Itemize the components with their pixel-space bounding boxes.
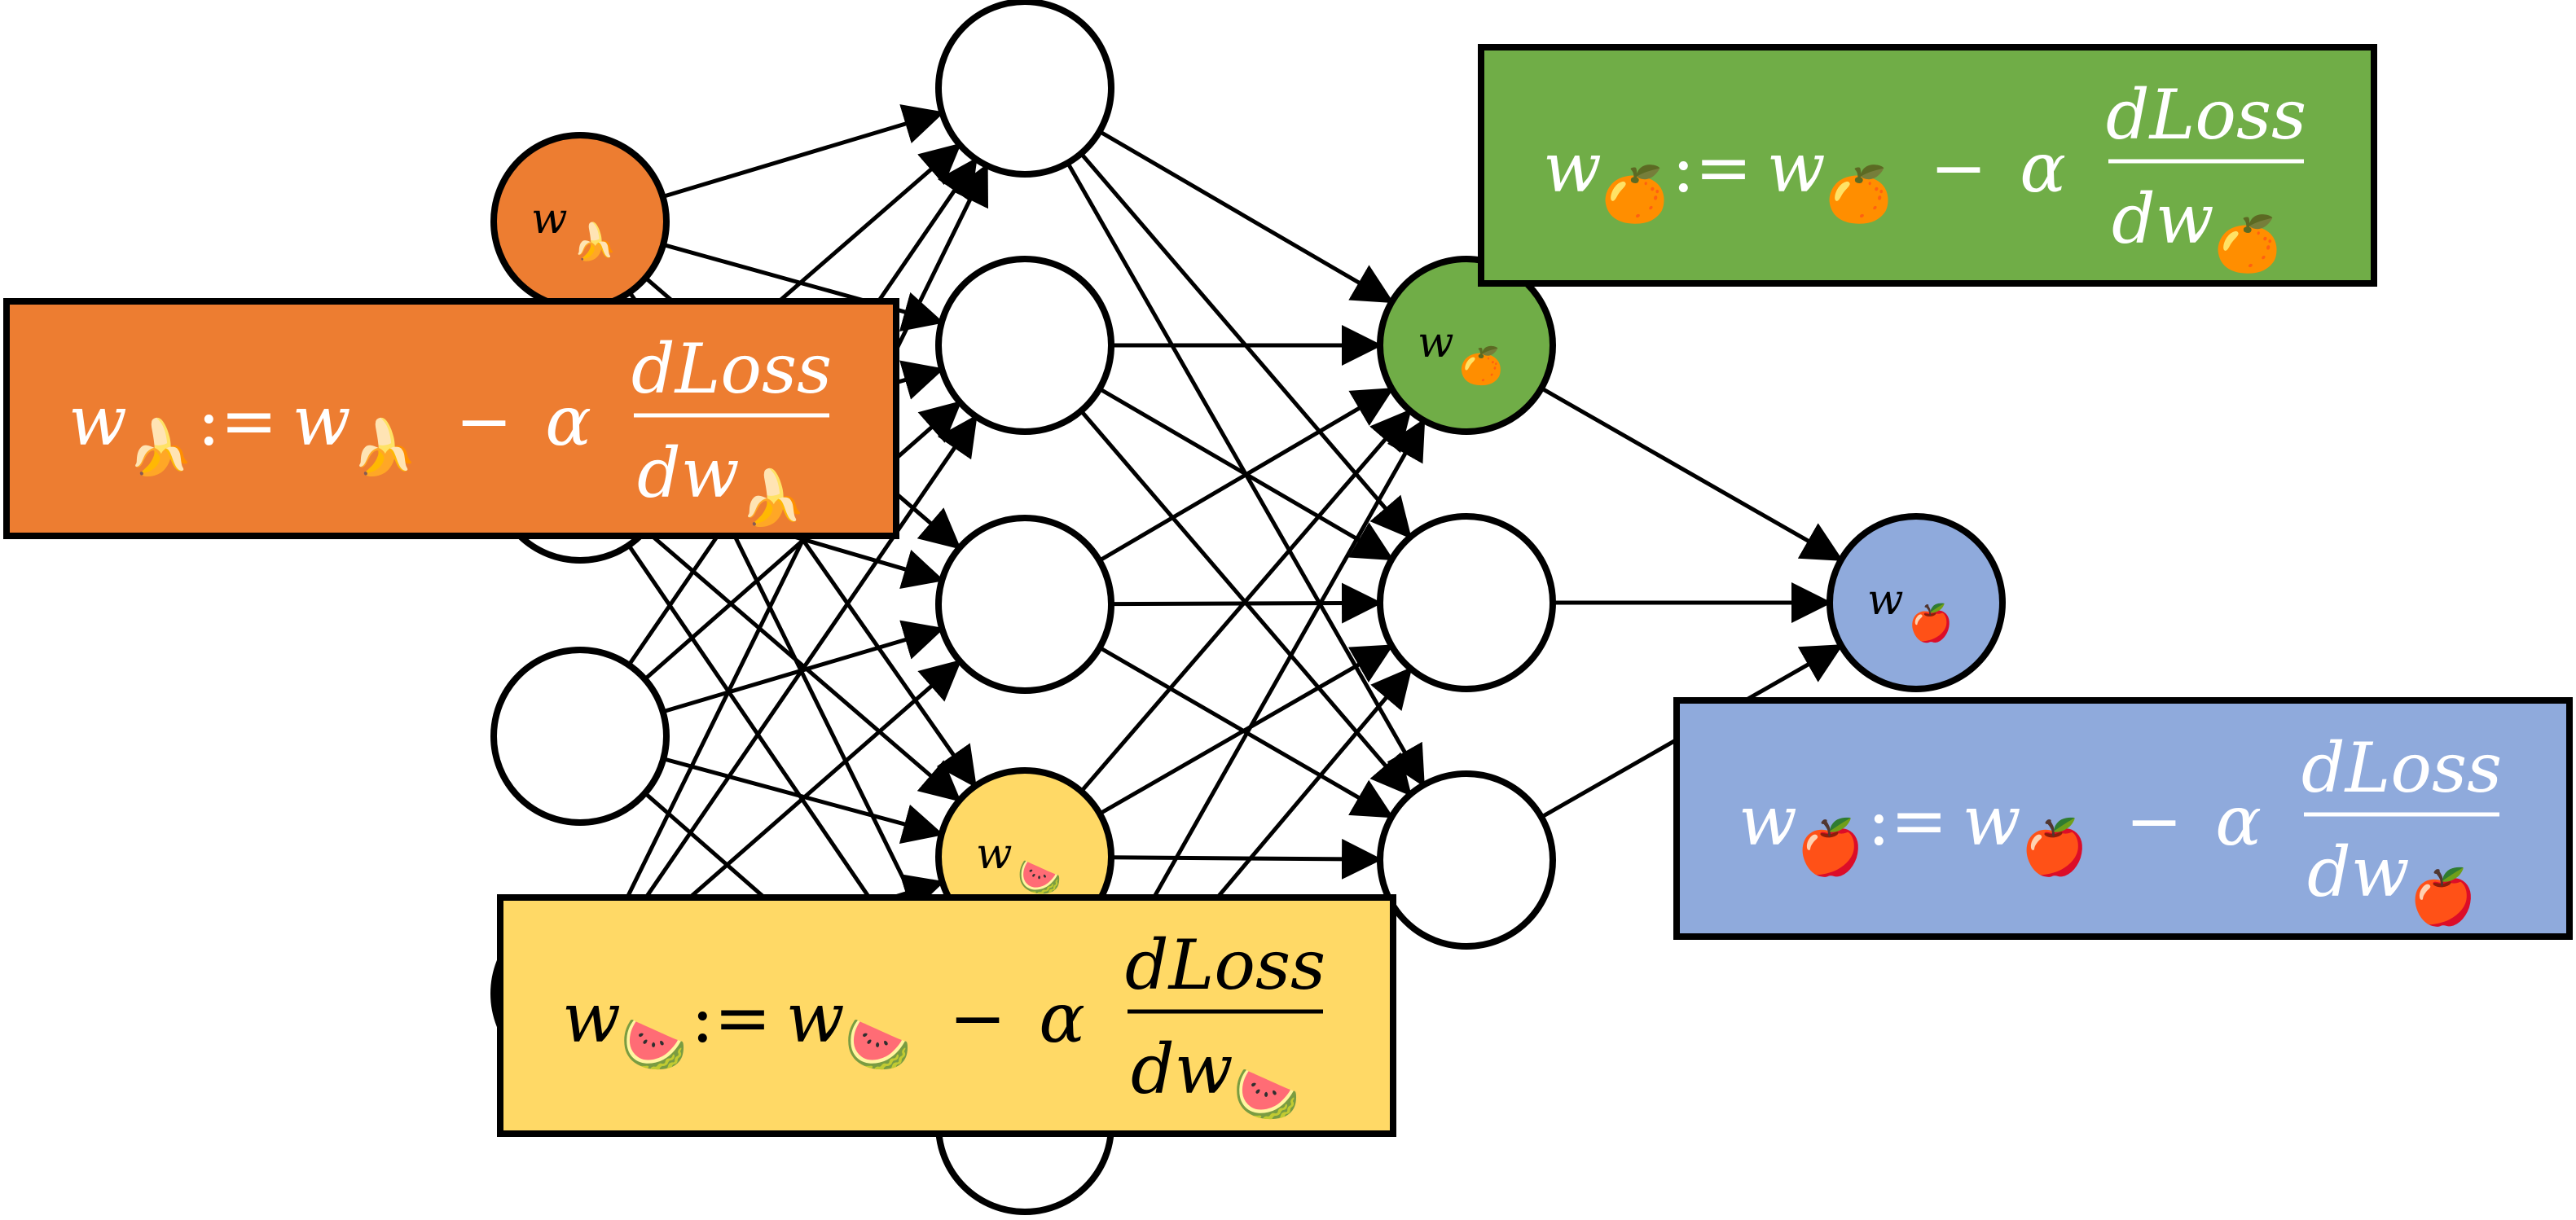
- node-circle: [935, 0, 1114, 178]
- formula-box: [497, 894, 1396, 1137]
- minus-operator: −: [455, 381, 512, 461]
- minus-operator: −: [2125, 781, 2183, 861]
- learning-rate-symbol: α: [1039, 978, 1085, 1058]
- apple-icon: 🍎: [1909, 601, 1954, 644]
- weight-symbol: w: [68, 381, 127, 461]
- learning-rate-symbol: α: [545, 381, 591, 461]
- edge-l0-n2-to-n3: [662, 757, 944, 845]
- formula-box: [1673, 697, 2573, 940]
- denominator-dw: dw: [2112, 179, 2214, 259]
- node-layer2-2: [935, 256, 1114, 435]
- fraction-denominator: dw🍊: [2112, 179, 2284, 275]
- formula-lhs: w🍎:=w🍎−α: [1739, 781, 2262, 879]
- apple-icon: 🍎: [1797, 815, 1864, 879]
- node-layer1-3: [490, 647, 670, 826]
- watermelon-icon: 🍉: [1018, 857, 1062, 898]
- node-weight-label: w🍊: [1418, 318, 1506, 387]
- weight-symbol: w: [1867, 576, 1904, 625]
- weight-symbol: w: [1963, 781, 2021, 861]
- fraction-numerator: dLoss: [631, 329, 832, 409]
- edge-l0-n3-to-n1: [626, 414, 978, 924]
- node-circle: [490, 647, 670, 826]
- edge-l2-n0-to-n0: [1540, 386, 1844, 561]
- edge-l1-n2-to-n0: [1098, 388, 1395, 563]
- weight-symbol: w: [531, 195, 568, 244]
- orange-icon: 🍊: [1826, 163, 1895, 226]
- node-circle: [1826, 513, 2006, 692]
- weight-symbol: w: [976, 830, 1013, 879]
- node-weight-label: w🍎: [1867, 576, 1953, 644]
- update-rule-boxes: w🍌:=w🍌−αdLossdw🍌w🍊:=w🍊−αdLossdw🍊w🍎:=w🍎−α…: [3, 44, 2573, 1137]
- orange-icon: 🍊: [2214, 213, 2284, 275]
- weight-symbol: w: [1418, 318, 1454, 367]
- node-circle: [935, 515, 1114, 694]
- edge-l0-n1-to-n3: [644, 529, 961, 802]
- denominator-dw: dw: [1131, 1029, 1233, 1109]
- banana-icon: 🍌: [740, 467, 807, 529]
- node-layer3-2: [1377, 513, 1556, 692]
- watermelon-icon: 🍉: [621, 1013, 688, 1076]
- fraction-numerator: dLoss: [2301, 728, 2502, 808]
- watermelon-icon: 🍉: [1233, 1063, 1300, 1126]
- node-layer2-3: [935, 515, 1114, 694]
- weight-symbol: w: [1739, 781, 1797, 861]
- edge-l1-n0-to-n0: [1098, 129, 1395, 304]
- fraction-denominator: dw🍎: [2307, 832, 2477, 928]
- node-layer4-1-apple: w🍎: [1826, 513, 2006, 692]
- weight-symbol: w: [292, 381, 351, 461]
- edge-l0-n3-to-n0: [616, 163, 989, 917]
- minus-operator: −: [949, 978, 1006, 1058]
- learning-rate-symbol: α: [2215, 781, 2262, 861]
- formula-lhs: w🍊:=w🍊−α: [1543, 128, 2066, 226]
- edge-l1-n3-to-n1: [1098, 644, 1394, 816]
- orange-icon: 🍊: [1602, 163, 1671, 226]
- apple-icon: 🍎: [2021, 815, 2088, 879]
- orange-icon: 🍊: [1459, 345, 1506, 387]
- edge-l1-n3-to-n2: [1110, 838, 1383, 880]
- learning-rate-symbol: α: [2020, 128, 2066, 208]
- fraction-numerator: dLoss: [1125, 925, 1325, 1005]
- watermelon-icon: 🍉: [845, 1013, 912, 1076]
- node-layer1-1-banana: w🍌: [490, 132, 670, 311]
- node-weight-label: w🍉: [976, 830, 1062, 898]
- minus-operator: −: [1930, 128, 1987, 208]
- fraction-denominator: dw🍌: [637, 433, 807, 529]
- assign-operator: :=: [691, 978, 771, 1058]
- formula-lhs: w🍌:=w🍌−α: [68, 381, 591, 479]
- node-circle: [935, 256, 1114, 435]
- weight-symbol: w: [562, 978, 621, 1058]
- node-layer2-1: [935, 0, 1114, 178]
- weight-symbol: w: [1767, 128, 1826, 208]
- edge-l1-n3-to-n0: [1079, 408, 1412, 793]
- node-layer3-3: [1377, 770, 1556, 950]
- formula-lhs: w🍉:=w🍉−α: [562, 978, 1085, 1076]
- banana-icon: 🍌: [351, 416, 418, 479]
- assign-operator: :=: [197, 381, 278, 461]
- apple-icon: 🍎: [2410, 865, 2477, 928]
- node-weight-label: w🍌: [531, 195, 617, 263]
- edge-l0-n0-to-n0: [662, 104, 945, 199]
- edge-l0-n3-to-n2: [644, 659, 962, 939]
- assign-operator: :=: [1867, 781, 1948, 861]
- node-circle: [1377, 770, 1556, 950]
- node-circle: [1377, 256, 1556, 435]
- weight-symbol: w: [1543, 128, 1602, 208]
- denominator-dw: dw: [637, 433, 740, 513]
- node-layer3-1-orange: w🍊: [1377, 256, 1556, 435]
- weight-symbol: w: [786, 978, 845, 1058]
- assign-operator: :=: [1672, 128, 1752, 208]
- fraction-numerator: dLoss: [2106, 75, 2306, 155]
- banana-icon: 🍌: [573, 222, 618, 263]
- node-circle: [1377, 513, 1556, 692]
- formula-box: [3, 298, 899, 539]
- formula-box: [1478, 44, 2377, 287]
- denominator-dw: dw: [2307, 832, 2410, 912]
- banana-icon: 🍌: [127, 416, 194, 479]
- fraction-denominator: dw🍉: [1131, 1029, 1300, 1126]
